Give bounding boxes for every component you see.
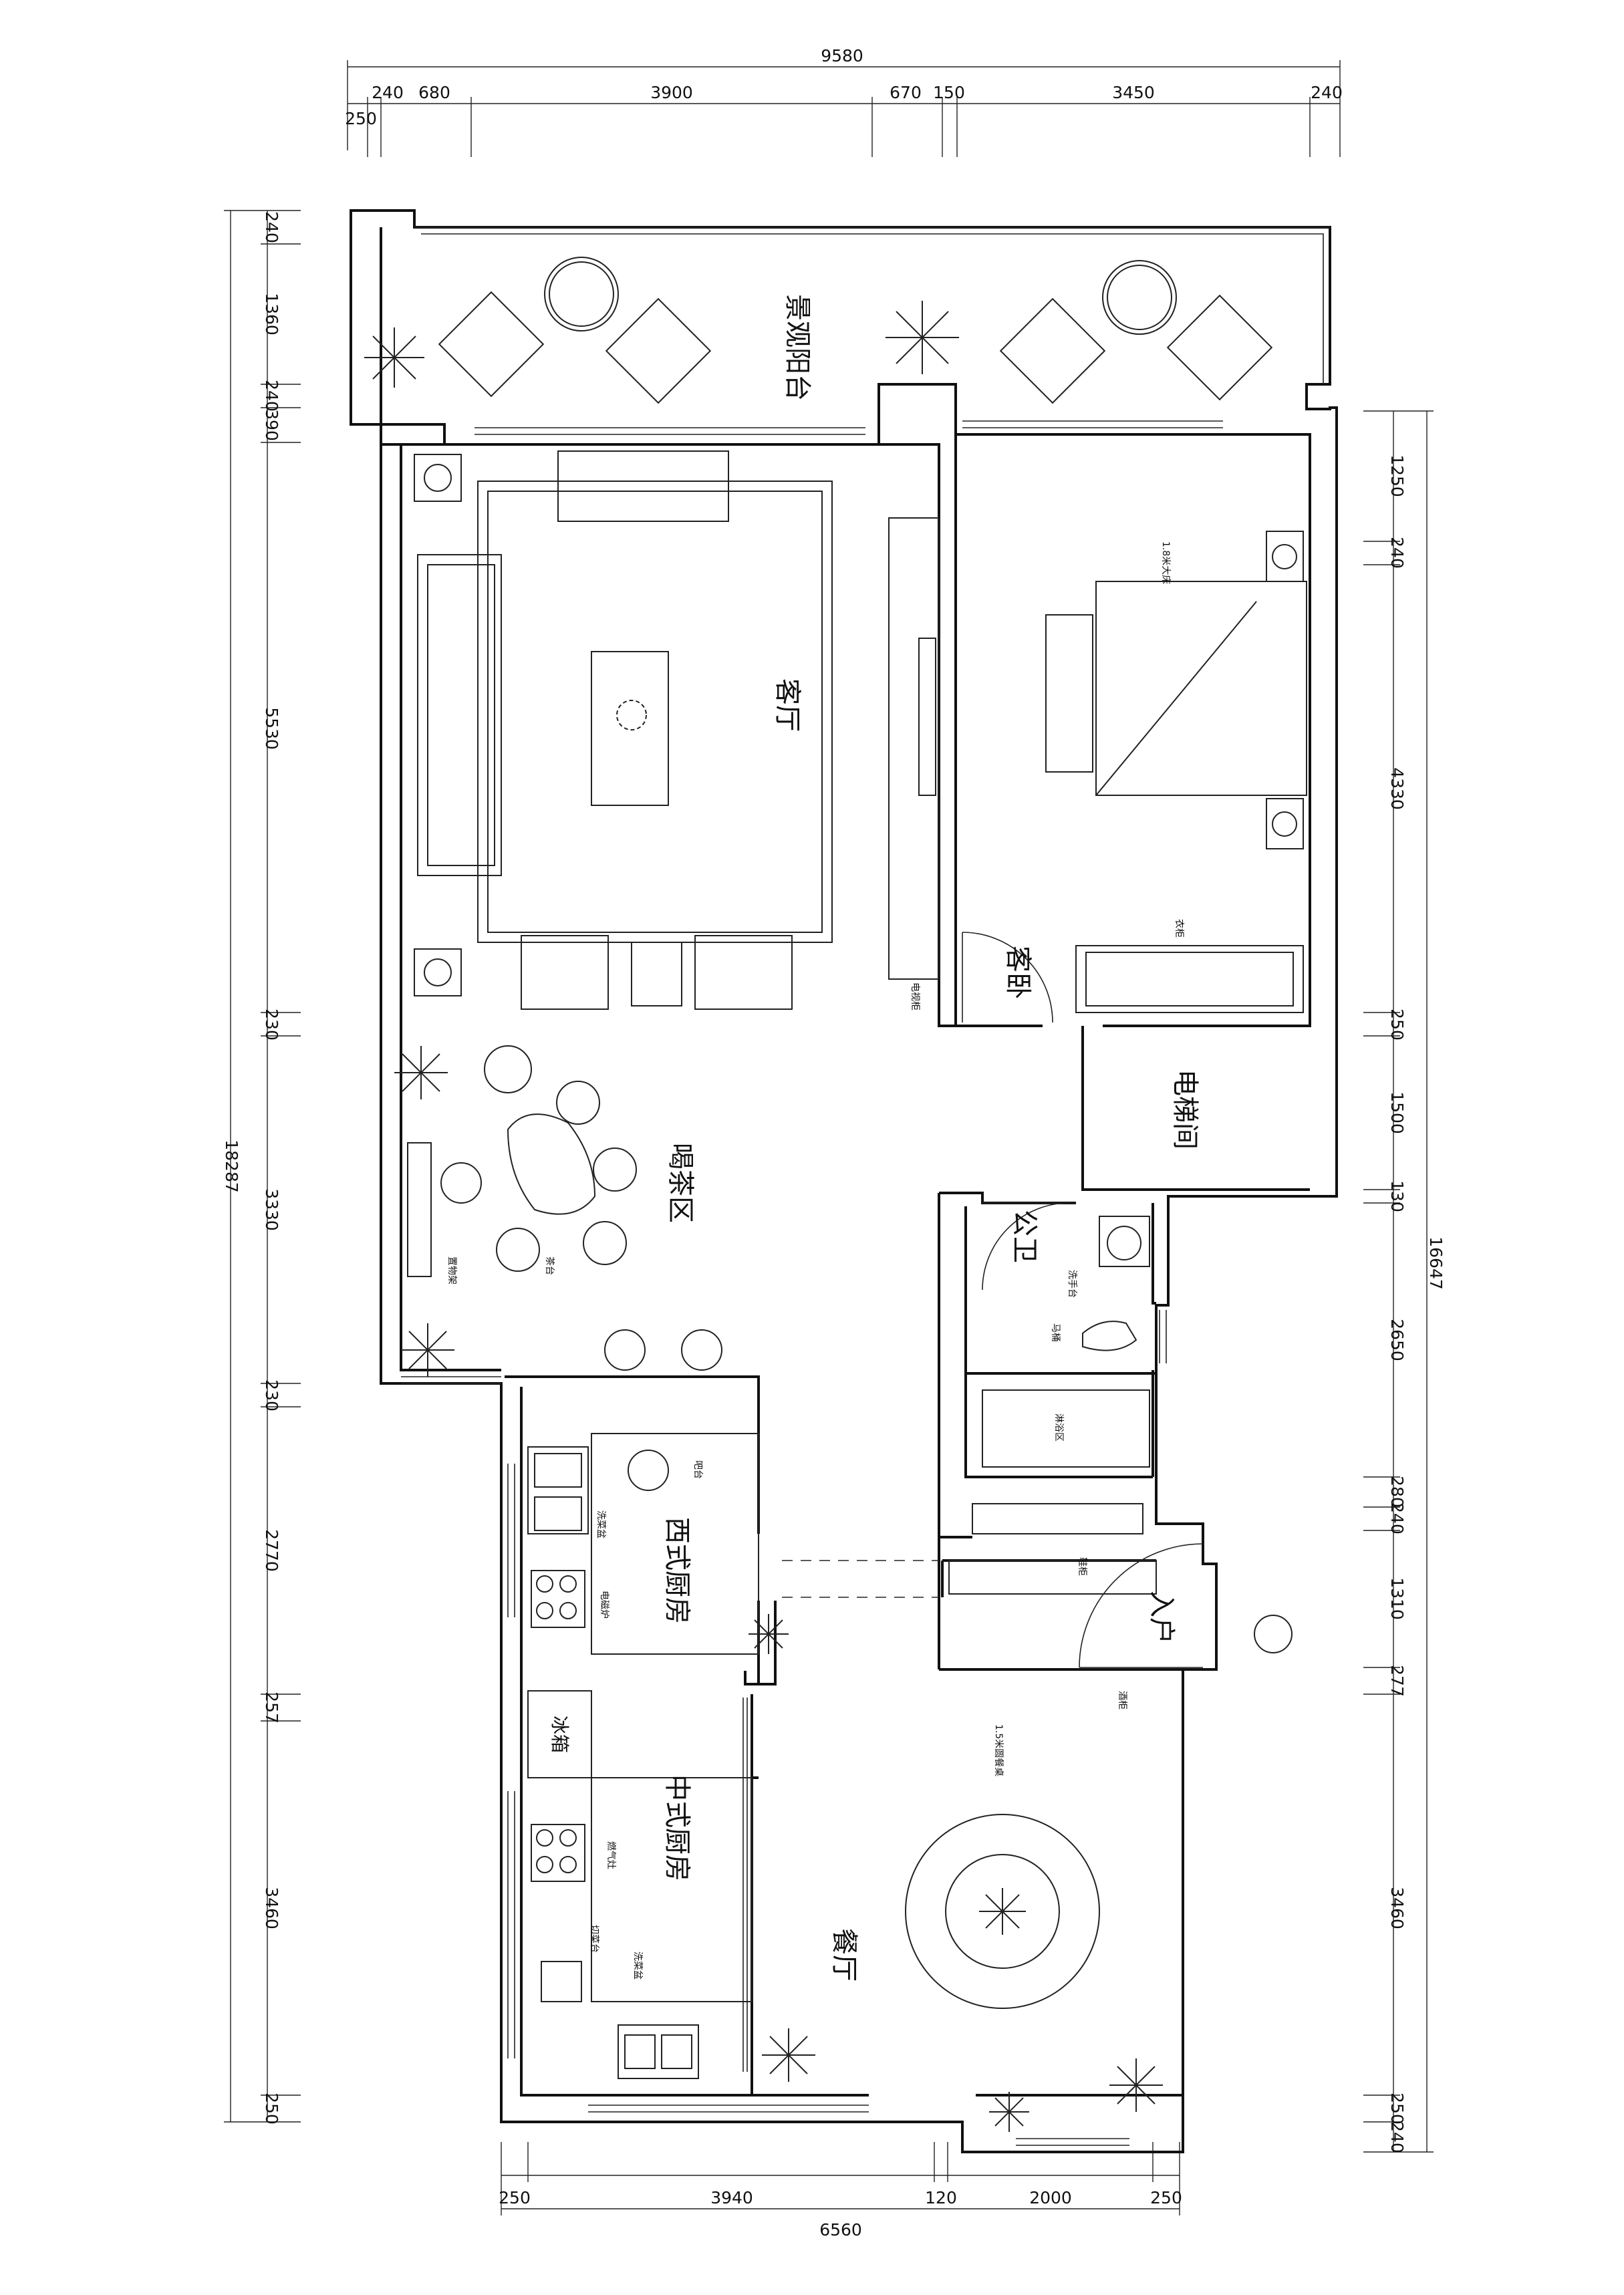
plant-icon (1109, 2058, 1163, 2112)
room-balcony: 景观阳台 (782, 294, 813, 401)
room-public-wc: 公卫 (1009, 1210, 1040, 1263)
dim-right-12: 3460 (1387, 1887, 1407, 1929)
label-toilet: 马桶 (1050, 1323, 1061, 1342)
dim-left-6: 230 (262, 1008, 281, 1041)
plant-icon (989, 2092, 1029, 2132)
dim-right-1: 1250 (1387, 454, 1407, 497)
label-sink2: 洗菜盆 (632, 1951, 643, 1980)
plant-icon (394, 1046, 448, 1099)
label-tv-cabinet: 电视柜 (910, 982, 920, 1010)
dim-right-10: 1310 (1387, 1577, 1407, 1620)
dim-right-14: 240 (1387, 2121, 1407, 2153)
dim-bottom-5: 250 (1150, 2188, 1182, 2207)
plant-icons (364, 301, 1163, 2132)
dim-left-10: 257 (262, 1692, 281, 1724)
label-sink: 洗菜盆 (595, 1510, 606, 1538)
room-labels: 景观阳台 客厅 客卧 电梯间 喝茶区 公卫 西式厨房 中式厨房 冰箱 入户 餐厅 (549, 294, 1200, 1982)
dim-left-11: 3460 (262, 1887, 281, 1929)
dim-right-5: 1500 (1387, 1091, 1407, 1134)
dims-left: 18287 240 1360 240 390 5530 230 3330 230… (222, 211, 281, 2125)
room-dining: 餐厅 (829, 1928, 859, 1982)
dim-left-total: 18287 (222, 1139, 241, 1193)
dim-top-3: 3900 (650, 83, 693, 102)
dim-bottom-4: 2000 (1029, 2188, 1072, 2207)
dim-top-total: 9580 (821, 46, 863, 65)
label-cutting: 切菜台 (589, 1925, 599, 1953)
plant-icon (401, 1323, 454, 1377)
room-living: 客厅 (772, 678, 803, 732)
plant-icon (886, 301, 959, 374)
furniture-labels: 1.8米大床 衣柜 电视柜 置物架 茶台 洗手台 马桶 淋浴区 吧台 洗菜盆 电… (446, 541, 1184, 1980)
label-shower: 淋浴区 (1053, 1413, 1064, 1442)
label-cooktop-c: 燃气灶 (605, 1841, 617, 1869)
label-tea-table: 茶台 (544, 1256, 555, 1275)
dim-top-4: 670 (890, 83, 922, 102)
dim-right-11: 277 (1387, 1665, 1407, 1697)
dim-right-7: 2650 (1387, 1319, 1407, 1361)
label-washbasin: 洗手台 (1067, 1270, 1077, 1298)
furniture (407, 257, 1307, 2079)
dim-top-1: 240 (372, 83, 404, 102)
dim-right-3: 4330 (1387, 767, 1407, 810)
label-bar: 吧台 (692, 1460, 703, 1479)
dim-right-2: 240 (1387, 537, 1407, 569)
dim-top-7: 240 (1311, 83, 1343, 102)
dim-left-3: 240 (262, 380, 281, 412)
room-elevator: 电梯间 (1170, 1069, 1200, 1150)
dim-right-9: 240 (1387, 1502, 1407, 1534)
dim-right-8: 280 (1387, 1476, 1407, 1508)
dim-left-2: 1360 (262, 293, 281, 335)
dim-left-7: 3330 (262, 1188, 281, 1231)
dim-left-1: 240 (262, 211, 281, 243)
room-western-kitchen: 西式厨房 (662, 1517, 692, 1624)
plant-icon (762, 2028, 815, 2082)
room-tea-area: 喝茶区 (665, 1143, 696, 1223)
plant-icon (979, 1888, 1026, 1935)
dim-left-9: 2770 (262, 1529, 281, 1572)
dim-top-sub: 250 (345, 109, 377, 128)
dim-top-2: 680 (418, 83, 450, 102)
label-wardrobe: 衣柜 (1174, 919, 1184, 938)
dim-bottom-3: 120 (925, 2188, 957, 2207)
plant-icon (364, 327, 424, 388)
dim-top-5: 150 (933, 83, 965, 102)
room-guest-bedroom: 客卧 (1002, 946, 1033, 999)
dim-right-6: 130 (1387, 1180, 1407, 1212)
label-bed: 1.8米大床 (1160, 541, 1171, 584)
dim-left-4: 390 (262, 409, 281, 441)
walls (350, 209, 1338, 2153)
label-shoe: 鞋柜 (1077, 1557, 1087, 1576)
dim-right-13: 250 (1387, 2092, 1407, 2125)
dim-left-5: 5530 (262, 707, 281, 750)
label-shelf: 置物架 (446, 1256, 457, 1285)
dimension-lines (224, 60, 1434, 2215)
label-cooktop-w: 电磁炉 (599, 1591, 610, 1619)
dim-bottom-2: 3940 (710, 2188, 753, 2207)
dim-left-8: 230 (262, 1379, 281, 1411)
dim-bottom-total: 6560 (819, 2220, 862, 2240)
room-fridge: 冰箱 (549, 1716, 571, 1753)
label-round-table: 1.5米圆餐桌 (993, 1724, 1004, 1776)
dim-right-total: 16647 (1426, 1236, 1446, 1290)
room-entrance: 入户 (1146, 1591, 1177, 1644)
label-sideboard: 酒柜 (1117, 1691, 1127, 1710)
dim-bottom-1: 250 (499, 2188, 531, 2207)
dims-right: 16647 1250 240 4330 250 1500 130 2650 28… (1387, 454, 1446, 2153)
dim-right-4: 250 (1387, 1008, 1407, 1041)
room-chinese-kitchen: 中式厨房 (662, 1774, 692, 1881)
plant-icon (749, 1614, 789, 1654)
dim-top-6: 3450 (1112, 83, 1155, 102)
dim-left-12: 250 (262, 2092, 281, 2125)
